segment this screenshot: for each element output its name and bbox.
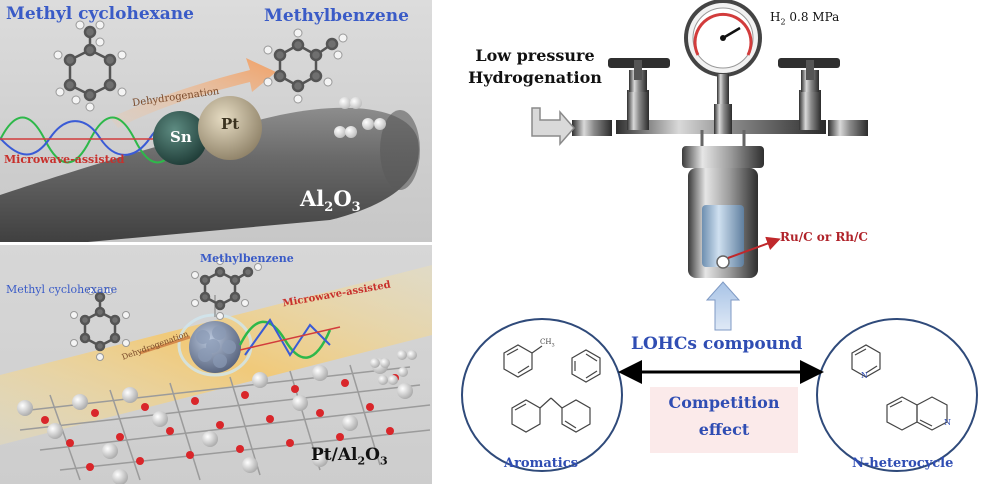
compound-label: LOHCs compound (631, 334, 803, 354)
alumina-label: Al2O3 (300, 186, 361, 216)
alumina-rod-end (380, 110, 420, 190)
reactor-illustration (461, 0, 978, 472)
gauge-scale (693, 12, 753, 56)
benzene-structure (571, 349, 601, 383)
pyridine-n-label: N (861, 371, 868, 380)
n-heterocycle-label: N-heterocycle (852, 456, 954, 471)
reactant-label: Methyl cyclohexane (6, 283, 118, 296)
pt-label: Pt (221, 115, 240, 133)
panel-pt-alumina-lattice: Methylbenzene Methyl cyclohexane Dehydro… (0, 245, 432, 484)
diphenylmethane-structure (511, 397, 591, 433)
pt-cluster-atoms (196, 326, 236, 368)
pressure-label: H2 0.8 MPa (770, 10, 840, 27)
process-label-line1: Low pressure (475, 46, 595, 65)
aromatics-label: Aromatics (504, 456, 578, 471)
hydrogen-bubbles (370, 350, 417, 385)
methylbenzene-molecule (191, 257, 262, 320)
compound-feed-arrow (705, 281, 741, 331)
dehydrogenation-arrow (110, 58, 276, 128)
reactant-label: Methyl cyclohexane (6, 4, 194, 24)
catalyst-label: Ru/C or Rh/C (780, 230, 868, 244)
gauge-needle (722, 26, 741, 40)
microwave-axis (239, 326, 341, 351)
sn-particle (153, 111, 207, 165)
microwave-label: Microwave-assisted (4, 153, 125, 166)
microwave-wave-green (0, 116, 181, 164)
n-heterocycle-group (816, 318, 978, 472)
aluminum-atoms (17, 358, 413, 484)
stir-bar (716, 255, 730, 269)
bottom-left-illustration (0, 257, 432, 484)
product-label: Methylbenzene (200, 252, 294, 265)
dehydrogenation-arrow (139, 335, 191, 355)
oxygen-atoms (41, 374, 399, 471)
competition-line2: effect (698, 420, 750, 439)
alumina-support (0, 107, 419, 242)
catalyst-label: Pt/Al2O3 (311, 445, 388, 468)
aromatics-group (461, 318, 623, 472)
hydrogen-inlet-arrow (531, 107, 575, 146)
quinoline-structure (886, 396, 948, 431)
process-label-line2: Hydrogenation (468, 68, 602, 87)
toluene-structure (503, 344, 543, 378)
quinoline-n-label: N (944, 418, 951, 427)
panel-hydrogenation-reactor: H2 0.8 MPa Low pressure Hydrogenation Ru… (432, 0, 1000, 484)
competition-box (650, 387, 798, 453)
methyl-cyclohexane-molecule (53, 20, 127, 112)
alumina-lattice (19, 364, 431, 481)
sn-label: Sn (170, 128, 192, 146)
reactor-lid (682, 146, 764, 168)
ch3-label: CH3 (540, 338, 555, 349)
panel-pt-sn-alumina: Methyl cyclohexane Methylbenzene Dehydro… (0, 0, 432, 242)
catalyst-pointer (727, 236, 781, 259)
methylbenzene-molecule (263, 28, 348, 104)
product-label: Methylbenzene (264, 6, 409, 26)
pyridine-structure (851, 344, 881, 378)
top-left-illustration (0, 20, 420, 242)
reactor-liquid (702, 205, 744, 267)
competition-line1: Competition (668, 393, 780, 412)
pt-particle (198, 96, 262, 160)
hydrogen-bubbles (334, 97, 386, 138)
methyl-cyclohexane-molecule (70, 287, 130, 361)
